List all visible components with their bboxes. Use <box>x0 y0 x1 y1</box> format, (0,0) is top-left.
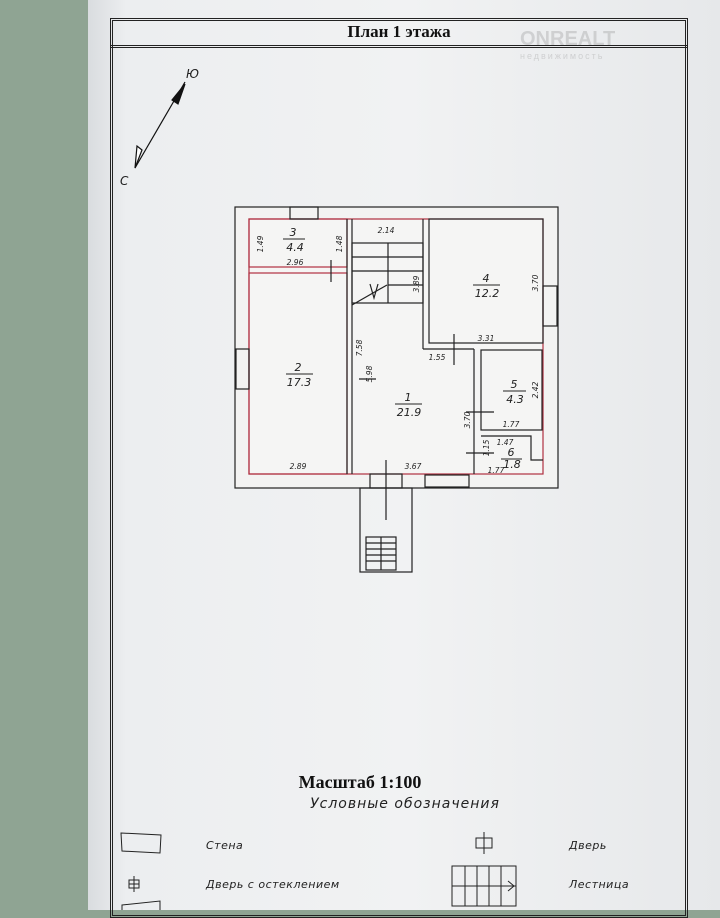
svg-text:3.67: 3.67 <box>405 462 422 471</box>
svg-text:1.8: 1.8 <box>503 458 521 471</box>
svg-text:1.47: 1.47 <box>497 438 514 447</box>
svg-text:3.31: 3.31 <box>478 334 495 343</box>
svg-text:2.96: 2.96 <box>287 258 304 267</box>
room-5-label: 54.3 <box>503 378 526 406</box>
svg-text:7.58: 7.58 <box>355 339 364 356</box>
scale-label: Масштаб 1:100 <box>298 772 422 792</box>
svg-text:1.77: 1.77 <box>503 420 520 429</box>
dimension-labels: 2.14 2.96 1.49 1.48 3.89 3.70 3.31 7.58 … <box>256 226 540 475</box>
stairs-legend-icon <box>451 865 517 907</box>
svg-text:4.3: 4.3 <box>506 393 524 406</box>
walls <box>234 206 559 573</box>
svg-text:3.70: 3.70 <box>463 411 472 428</box>
legend-title: Условные обозначения <box>310 796 500 812</box>
svg-text:6: 6 <box>508 446 515 459</box>
svg-text:3.89: 3.89 <box>412 275 421 292</box>
room-6-label: 61.8 <box>501 446 522 471</box>
svg-text:4.4: 4.4 <box>286 241 304 254</box>
svg-text:1.55: 1.55 <box>429 353 446 362</box>
svg-text:12.2: 12.2 <box>475 287 500 300</box>
legend-stairs-label: Лестница <box>569 878 630 891</box>
compass-arrow-icon <box>134 81 186 169</box>
svg-text:21.9: 21.9 <box>397 406 422 419</box>
room-4-label: 412.2 <box>473 272 500 300</box>
svg-text:1.15: 1.15 <box>482 439 491 456</box>
legend-door-label: Дверь <box>569 839 607 852</box>
svg-text:2.42: 2.42 <box>531 381 540 398</box>
svg-text:1.48: 1.48 <box>335 235 344 252</box>
svg-text:2: 2 <box>295 361 302 374</box>
svg-text:1.77: 1.77 <box>488 466 505 475</box>
svg-text:3.70: 3.70 <box>531 274 540 291</box>
door-legend-icon <box>475 832 493 854</box>
svg-text:2.14: 2.14 <box>378 226 395 235</box>
svg-text:4: 4 <box>483 272 490 285</box>
legend-wall-label: Стена <box>206 839 244 852</box>
svg-text:5.98: 5.98 <box>365 365 374 382</box>
svg-text:1: 1 <box>405 391 412 404</box>
svg-text:3: 3 <box>290 226 297 239</box>
svg-text:1.49: 1.49 <box>256 235 265 252</box>
room-1-label: 121.9 <box>395 391 422 419</box>
compass-north: Ю <box>186 67 199 81</box>
glazed-door-legend-icon <box>128 876 140 892</box>
svg-text:2.89: 2.89 <box>290 462 307 471</box>
room-labels: 34.4 217.3 121.9 412.2 54.3 61.8 <box>283 226 526 471</box>
room-2-label: 217.3 <box>286 361 313 389</box>
partition-legend-icon <box>121 900 161 910</box>
legend-glazed-door-label: Дверь с остеклением <box>206 878 340 891</box>
wall-legend-icon <box>120 832 162 854</box>
title-band: План 1 этажа <box>110 18 688 48</box>
compass-south: С <box>120 174 129 188</box>
room-3-label: 34.4 <box>283 226 305 254</box>
svg-text:17.3: 17.3 <box>287 376 312 389</box>
page-title: План 1 этажа <box>347 21 451 41</box>
svg-text:5: 5 <box>511 378 518 391</box>
